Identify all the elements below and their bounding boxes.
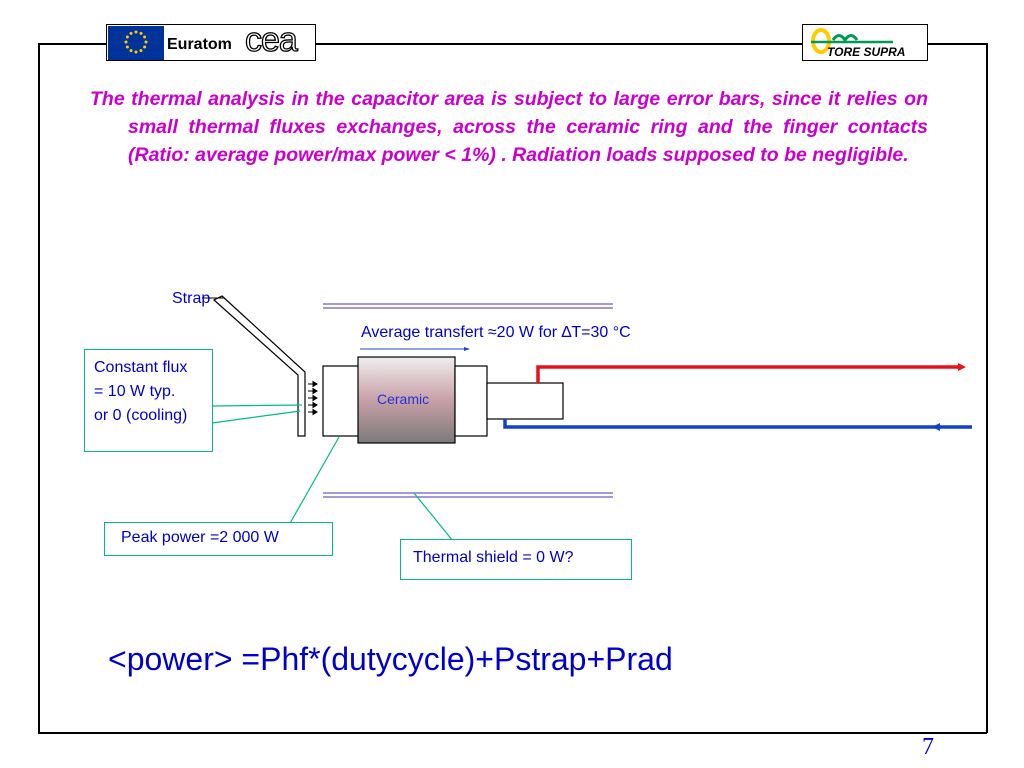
frame-left: [38, 43, 40, 733]
transfert-arrowhead: [464, 347, 470, 351]
left-tube: [322, 365, 361, 437]
frame-right: [986, 43, 988, 733]
thermal-shield-bottom: [323, 492, 613, 498]
outer-connector: [486, 382, 564, 420]
tore-supra-emblem-icon: [811, 28, 893, 54]
heat-flux-arrows: [308, 380, 318, 416]
constant-flux-line-3: or 0 (cooling): [94, 407, 188, 424]
constant-flux-callout: Constant flux = 10 W typ. or 0 (cooling): [84, 349, 213, 452]
hot-line-arrowhead: [958, 363, 966, 371]
thermal-shield-callout: Thermal shield = 0 W?: [400, 539, 632, 580]
peak-power-label: Peak power =2 000 W: [121, 529, 279, 546]
thermal-shield-top: [323, 303, 613, 309]
average-transfert-label: Average transfert ≈20 W for ∆T=30 °C: [361, 324, 631, 341]
frame-bottom: [38, 732, 987, 734]
page-number: 7: [922, 734, 934, 760]
ceramic-label: Ceramic: [377, 391, 430, 407]
tore-supra-label: TORE SUPRA: [827, 45, 906, 59]
hot-line: [536, 365, 958, 383]
ceramic-ring: [357, 356, 456, 444]
strap-shape: [212, 295, 306, 437]
frame-top-middle: [316, 43, 802, 45]
cea-logo: cea: [244, 20, 298, 59]
constant-flux-line-2: = 10 W typ.: [94, 383, 176, 400]
right-tube: [454, 365, 488, 437]
intro-paragraph: The thermal analysis in the capacitor ar…: [90, 88, 928, 166]
eu-flag-icon: [108, 26, 164, 60]
tore-supra-logo: TORE SUPRA: [802, 24, 928, 61]
frame-top-right: [928, 43, 987, 45]
power-formula: <power> =Phf*(dutycycle)+Pstrap+Prad: [108, 641, 673, 677]
strap-label: Strap: [172, 290, 211, 307]
callout-leaders: [211, 404, 454, 542]
euratom-cea-logo: Euratom cea: [106, 20, 316, 61]
euratom-label: Euratom: [167, 36, 232, 53]
frame-top-left: [38, 43, 106, 45]
cold-line: [503, 419, 972, 429]
peak-power-callout: Peak power =2 000 W: [104, 522, 333, 556]
constant-flux-line-1: Constant flux: [94, 359, 188, 376]
thermal-shield-label: Thermal shield = 0 W?: [413, 549, 574, 566]
cold-line-arrowhead: [932, 423, 940, 431]
